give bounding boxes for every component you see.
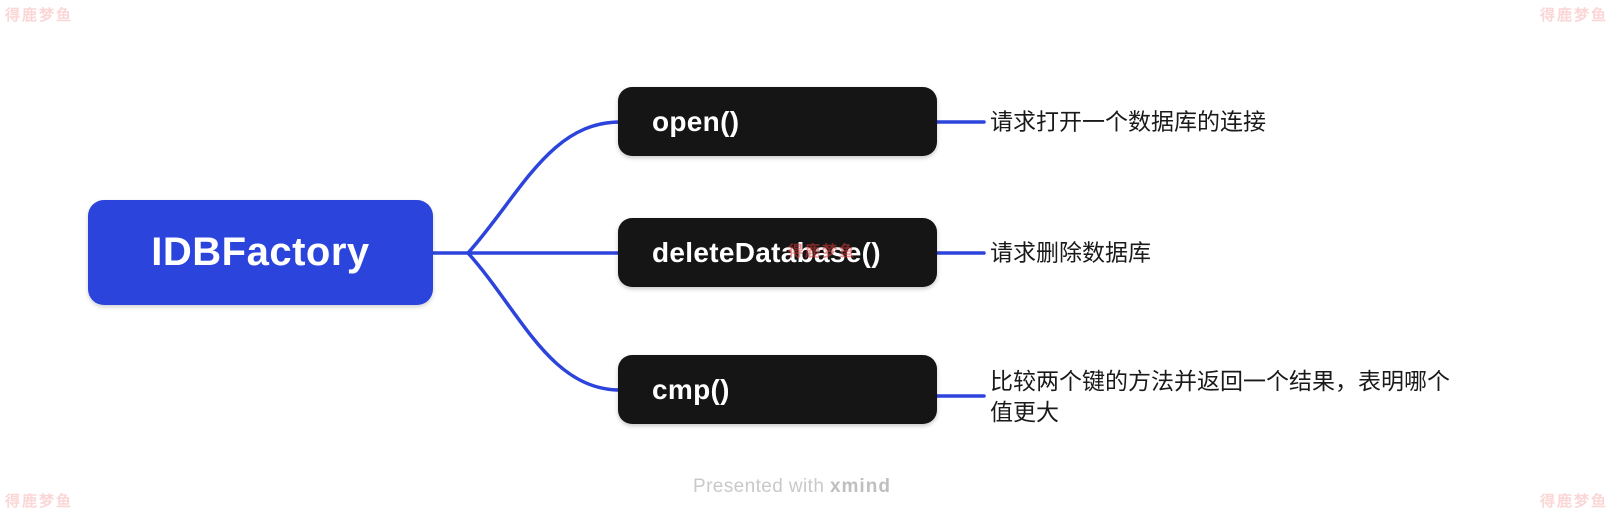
topic-cmp[interactable]: cmp(): [618, 355, 937, 424]
root-topic-idbfactory[interactable]: IDBFactory: [88, 200, 433, 305]
connector-root-to-cmp: [466, 251, 622, 392]
xmind-logo-wordmark: xmind: [829, 476, 891, 497]
connector-root-to-open: [466, 120, 622, 255]
presented-with-xmind-credit: Presented with xmind: [693, 476, 891, 498]
topic-open[interactable]: open(): [618, 87, 937, 156]
description-deletedatabase[interactable]: 请求删除数据库: [990, 239, 1151, 266]
description-cmp[interactable]: 比较两个键的方法并返回一个结果，表明哪个值更大: [990, 368, 1450, 425]
topic-deletedatabase[interactable]: deleteDatabase(): [618, 218, 937, 287]
description-open[interactable]: 请求打开一个数据库的连接: [990, 108, 1266, 135]
footer-prefix-text: Presented with: [693, 476, 830, 497]
